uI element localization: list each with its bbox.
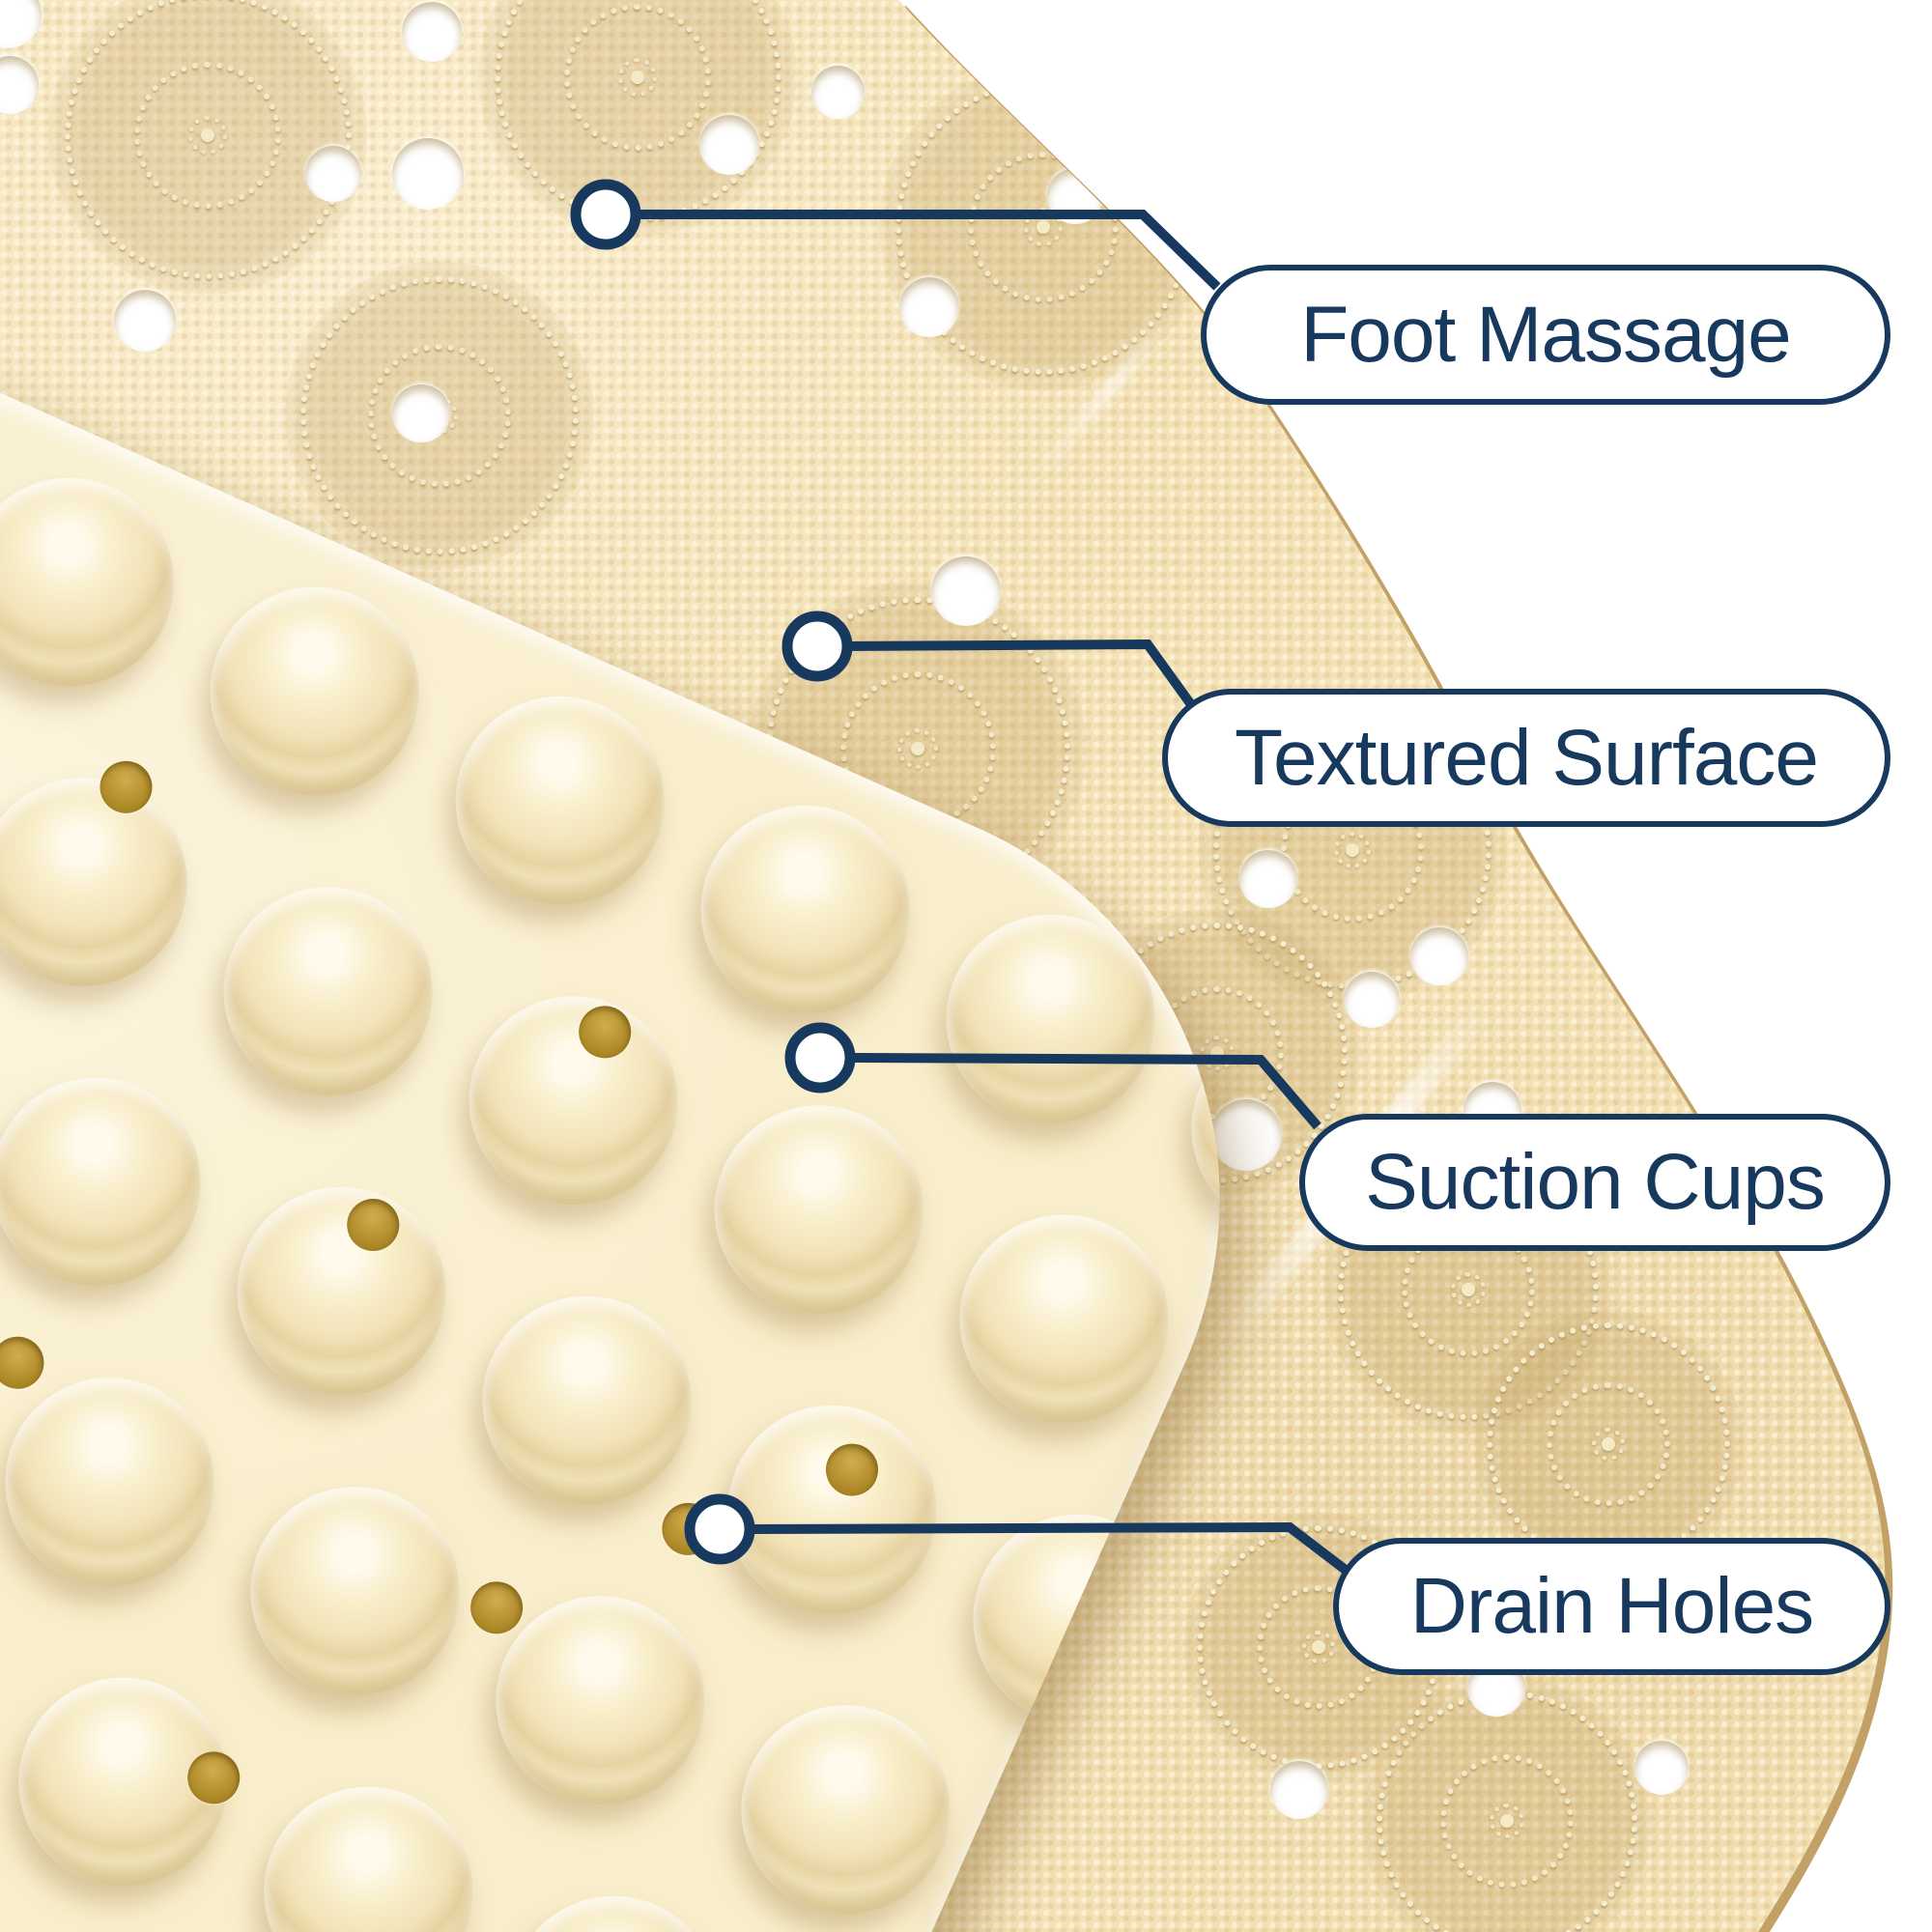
drain-hole-white (1344, 972, 1400, 1028)
drain-hole-white (1410, 927, 1468, 985)
drain-hole-white (114, 290, 176, 352)
massage-dot-pod (1473, 1309, 1744, 1579)
callout-dot-foot-massage (570, 179, 641, 250)
callout-dot-textured-surface (781, 611, 853, 682)
leader-line-foot-massage (636, 210, 1221, 291)
drain-hole-white (811, 66, 865, 119)
leader-line-drain-holes (749, 1521, 1350, 1575)
leader-line-textured-surface (846, 639, 1195, 706)
label-foot-massage: Foot Massage (1201, 265, 1890, 405)
drain-hole-white (1239, 850, 1297, 908)
drain-hole-white (899, 277, 959, 337)
callout-dot-drain-holes (684, 1493, 755, 1565)
label-textured-surface-text: Textured Surface (1235, 713, 1819, 802)
drain-hole-white (931, 556, 1001, 626)
label-suction-cups-text: Suction Cups (1365, 1138, 1826, 1226)
drain-hole-white (402, 2, 462, 62)
drain-hole-white (392, 138, 464, 210)
drain-hole-white (1270, 1761, 1328, 1819)
label-suction-cups: Suction Cups (1299, 1114, 1890, 1251)
label-textured-surface: Textured Surface (1162, 689, 1890, 827)
drain-hole-white (1634, 1741, 1689, 1795)
drain-hole-white (699, 115, 759, 175)
massage-dot-pod (48, 0, 367, 295)
callout-dot-suction-cups (784, 1022, 856, 1094)
drain-hole-white (305, 146, 361, 202)
drain-hole-white (392, 384, 450, 442)
label-drain-holes-text: Drain Holes (1409, 1562, 1814, 1650)
label-foot-massage-text: Foot Massage (1300, 290, 1792, 379)
label-drain-holes: Drain Holes (1333, 1538, 1890, 1675)
leader-line-suction-cups (849, 1053, 1321, 1130)
